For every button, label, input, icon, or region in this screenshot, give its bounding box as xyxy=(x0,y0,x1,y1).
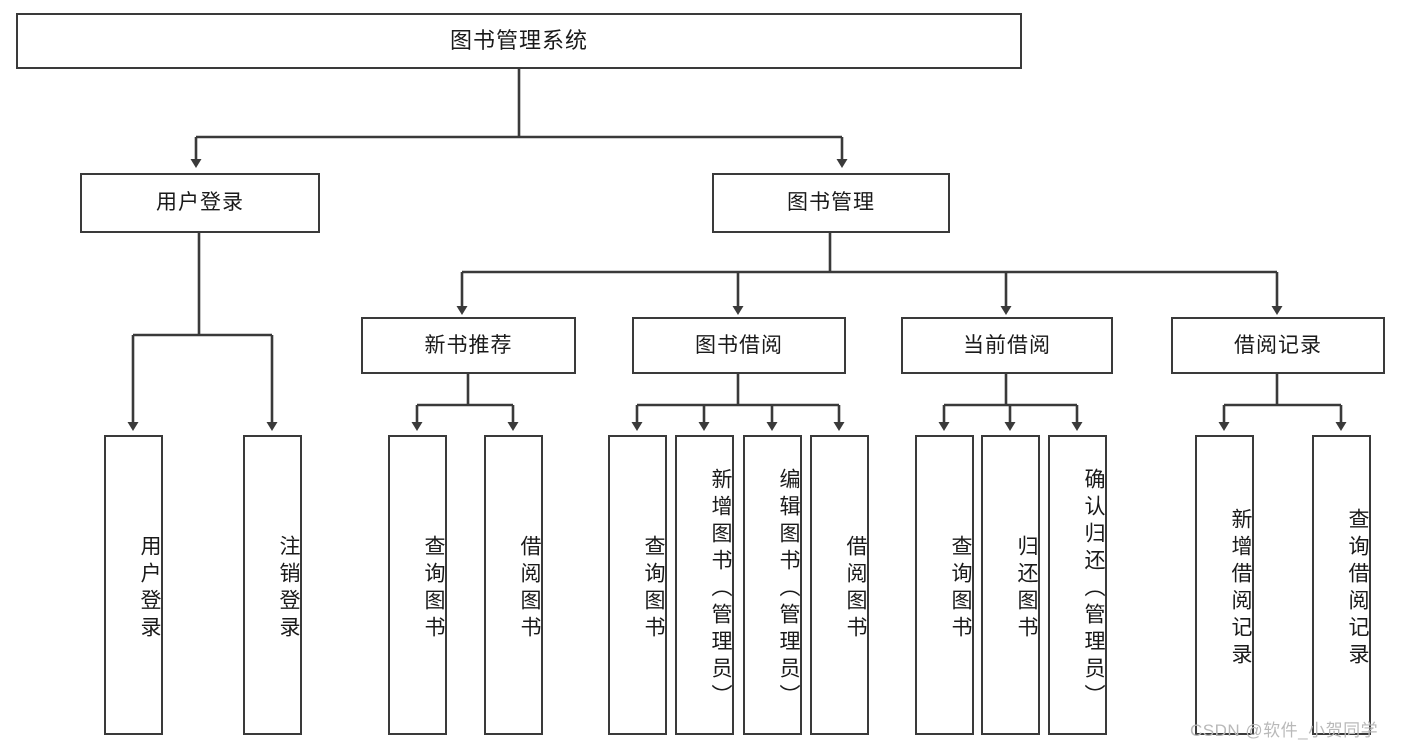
node-label: 借阅图书 xyxy=(518,535,541,643)
node-label: 图书管理系统 xyxy=(449,27,588,53)
leaf-query-book-1[interactable]: 查询图书 xyxy=(388,435,447,735)
csdn-watermark: CSDN @软件_小贺同学 xyxy=(1190,721,1379,740)
node-label: 查询图书 xyxy=(422,535,445,643)
node-label: 新增图书（管理员） xyxy=(709,467,732,711)
node-book-borrow[interactable]: 图书借阅 xyxy=(632,317,846,374)
node-label: 新书推荐 xyxy=(424,333,513,357)
node-label: 查询借阅记录 xyxy=(1346,508,1369,670)
node-root-book-management-system[interactable]: 图书管理系统 xyxy=(16,13,1022,69)
node-book-management[interactable]: 图书管理 xyxy=(712,173,950,233)
leaf-user-login[interactable]: 用户登录 xyxy=(104,435,163,735)
node-label: 图书借阅 xyxy=(695,333,783,357)
leaf-add-record[interactable]: 新增借阅记录 xyxy=(1195,435,1254,735)
node-label: 借阅记录 xyxy=(1234,333,1322,357)
node-label: 编辑图书（管理员） xyxy=(777,467,800,711)
node-label: 当前借阅 xyxy=(963,333,1051,357)
node-current-borrow[interactable]: 当前借阅 xyxy=(901,317,1113,374)
leaf-edit-book[interactable]: 编辑图书（管理员） xyxy=(743,435,802,735)
node-label: 图书管理 xyxy=(787,191,875,215)
node-label: 归还图书 xyxy=(1015,535,1038,643)
leaf-query-book-3[interactable]: 查询图书 xyxy=(915,435,974,735)
node-label: 用户登录 xyxy=(156,191,244,215)
node-label: 查询图书 xyxy=(949,535,972,643)
leaf-logout-login[interactable]: 注销登录 xyxy=(243,435,302,735)
node-label: 新增借阅记录 xyxy=(1229,508,1252,670)
leaf-borrow-book-1[interactable]: 借阅图书 xyxy=(484,435,543,735)
leaf-query-record[interactable]: 查询借阅记录 xyxy=(1312,435,1371,735)
node-borrow-record[interactable]: 借阅记录 xyxy=(1171,317,1385,374)
node-label: 用户登录 xyxy=(138,535,161,643)
node-user-login[interactable]: 用户登录 xyxy=(80,173,320,233)
leaf-return-book[interactable]: 归还图书 xyxy=(981,435,1040,735)
node-label: 查询图书 xyxy=(642,535,665,643)
node-new-book-recommend[interactable]: 新书推荐 xyxy=(361,317,576,374)
leaf-confirm-return[interactable]: 确认归还（管理员） xyxy=(1048,435,1107,735)
leaf-add-book[interactable]: 新增图书（管理员） xyxy=(675,435,734,735)
leaf-borrow-book-2[interactable]: 借阅图书 xyxy=(810,435,869,735)
node-label: 借阅图书 xyxy=(844,535,867,643)
node-label: 注销登录 xyxy=(277,535,300,643)
node-label: 确认归还（管理员） xyxy=(1082,467,1105,711)
leaf-query-book-2[interactable]: 查询图书 xyxy=(608,435,667,735)
